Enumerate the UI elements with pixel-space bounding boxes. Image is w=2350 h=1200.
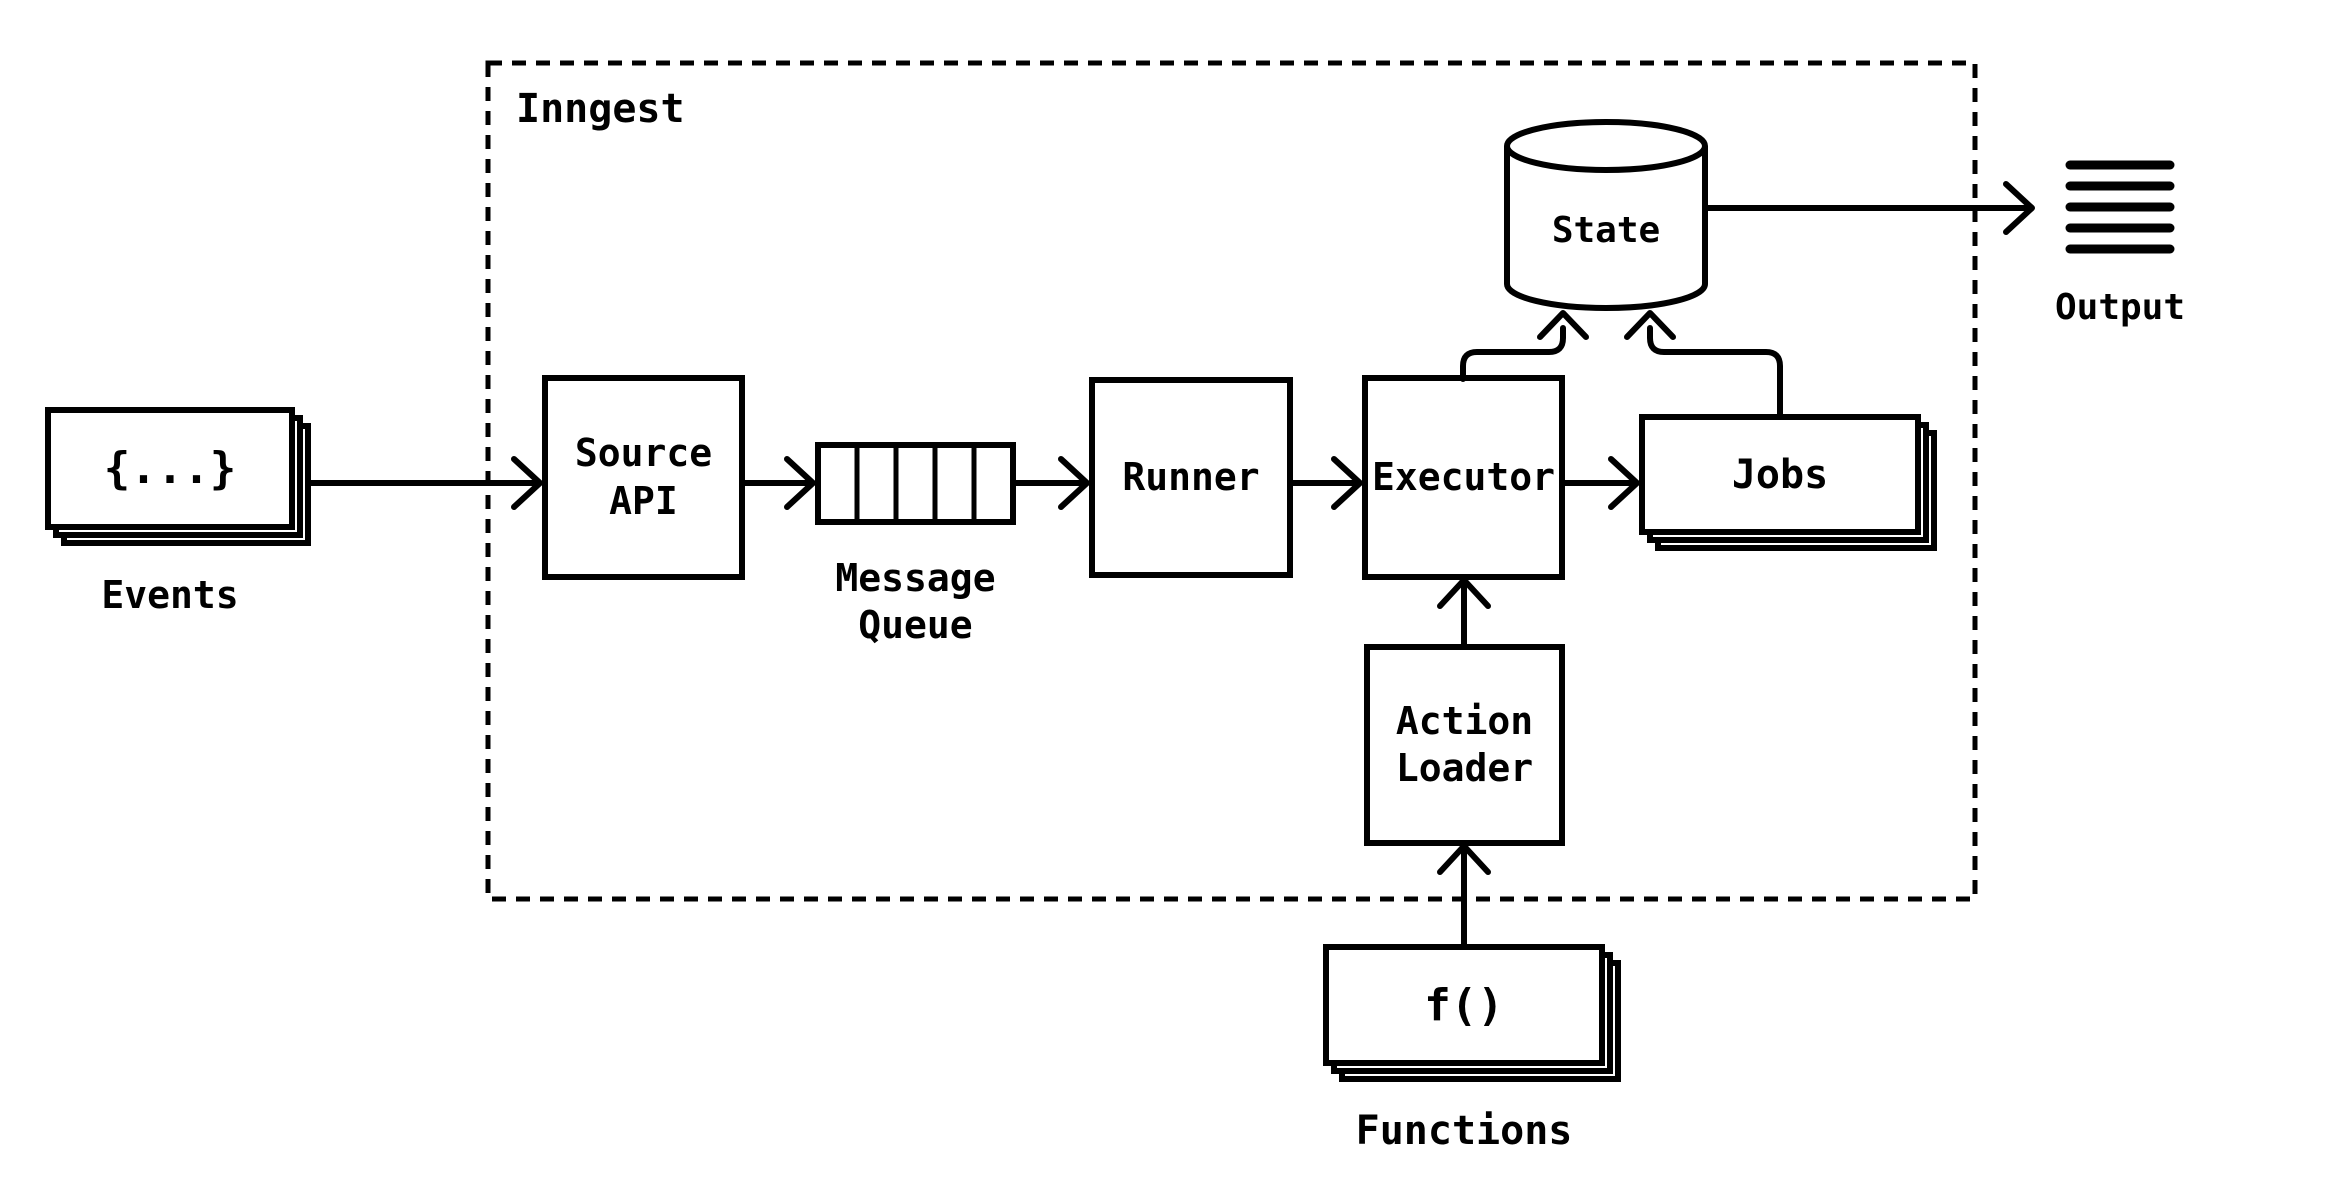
arrow-executor-to-jobs <box>1559 456 1640 510</box>
arrow-source-api-to-queue <box>739 456 816 510</box>
arrow-runner-to-executor <box>1287 456 1363 510</box>
arrow-jobs-to-state <box>1624 310 1783 420</box>
action-loader-node-label: Action Loader <box>1395 698 1534 791</box>
action-loader-node-box <box>1364 644 1565 846</box>
events-label: Events <box>101 573 239 618</box>
state-database-cylinder-icon <box>1504 119 1708 311</box>
events-card-text: {...} <box>103 443 237 494</box>
arrow-executor-to-state <box>1460 310 1589 382</box>
arrow-state-to-output <box>1702 181 2035 235</box>
runner-node-box <box>1089 377 1293 578</box>
executor-node-label: Executor <box>1371 454 1556 499</box>
functions-card-text: f() <box>1424 979 1504 1031</box>
source-api-node-box <box>542 375 745 580</box>
state-node-label: State <box>1551 209 1661 251</box>
jobs-stacked-cards-icon <box>1639 414 1937 551</box>
functions-stacked-cards-icon <box>1323 944 1621 1082</box>
output-label: Output <box>2054 286 2186 328</box>
events-stacked-cards-icon <box>45 407 311 546</box>
jobs-node-label: Jobs <box>1731 451 1829 498</box>
arrow-action-loader-to-executor <box>1437 577 1491 650</box>
arrow-events-to-source-api <box>305 456 543 510</box>
output-document-lines-icon <box>2065 160 2175 254</box>
message-queue-label: Message Queue <box>835 555 996 648</box>
arrow-functions-to-action-loader <box>1437 843 1491 950</box>
runner-node-label: Runner <box>1122 454 1260 499</box>
source-api-node-label: Source API <box>574 431 713 523</box>
inngest-boundary-label: Inngest <box>516 86 685 132</box>
message-queue-cells-icon <box>815 442 1016 525</box>
arrow-queue-to-runner <box>1010 456 1090 510</box>
functions-label: Functions <box>1355 1108 1573 1154</box>
